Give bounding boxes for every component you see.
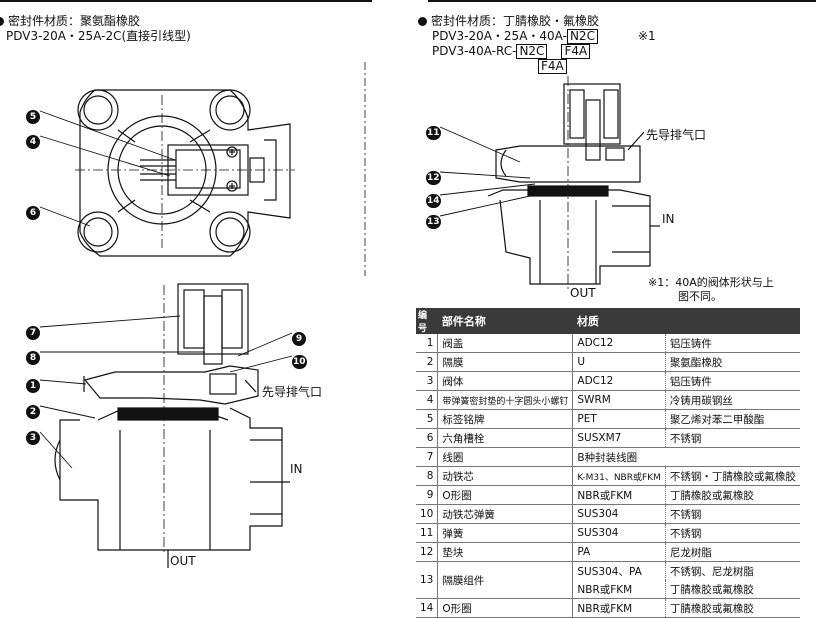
out-label-right: OUT [570,286,596,300]
callout-7: 7 [26,320,40,340]
in-label-right: IN [662,212,675,226]
callout-1: 1 [26,373,40,393]
right-header-line1: 密封件材质：丁腈橡胶・氟橡胶 [418,14,718,29]
left-header: 密封件材质：聚氨酯橡胶 PDV3-20A・25A-2C(直接引线型) [0,14,260,44]
callout-9: 9 [292,326,306,346]
out-label-left: OUT [170,554,196,568]
note-40a: ※1：40A的阀体形状与上 图不同。 [648,276,774,303]
top-rule-right [428,0,816,2]
callout-14: 14 [426,194,441,208]
header-no: 编号 [416,308,438,334]
right-header-line2: PDV3-20A・25A・40A-N2C※1 [432,29,656,44]
right-header: 密封件材质：丁腈橡胶・氟橡胶 PDV3-20A・25A・40A-N2C※1 PD… [418,14,718,74]
top-rule-left [0,0,372,2]
callout-3: 3 [26,425,40,445]
header-material: 材质 [572,308,800,334]
callout-8: 8 [26,345,40,365]
callout-12: 12 [426,171,441,185]
pilot-exhaust-label-left: 先导排气口 [262,385,323,399]
callout-5: 5 [26,104,40,124]
table-header-row: 编号 部件名称 材质 [416,308,800,334]
callout-6: 6 [26,200,40,220]
pilot-exhaust-label-right: 先导排气口 [646,128,707,142]
leader-lines [39,110,536,469]
callout-4: 4 [26,129,40,149]
callout-2: 2 [26,399,40,419]
right-header-line4: F4A [418,59,718,74]
in-label-left: IN [290,462,303,476]
left-header-line2: PDV3-20A・25A-2C(直接引线型) [6,29,191,43]
left-header-line1: 密封件材质：聚氨酯橡胶 [0,14,260,29]
header-name: 部件名称 [437,308,573,334]
bullet-icon [418,17,427,26]
right-section-drawing [487,83,651,285]
left-section-drawing [54,283,283,551]
callout-11: 11 [426,126,441,140]
bullet-icon [0,17,4,26]
callout-13: 13 [426,215,441,229]
callout-10: 10 [292,355,307,369]
top-view-drawing [77,89,291,257]
